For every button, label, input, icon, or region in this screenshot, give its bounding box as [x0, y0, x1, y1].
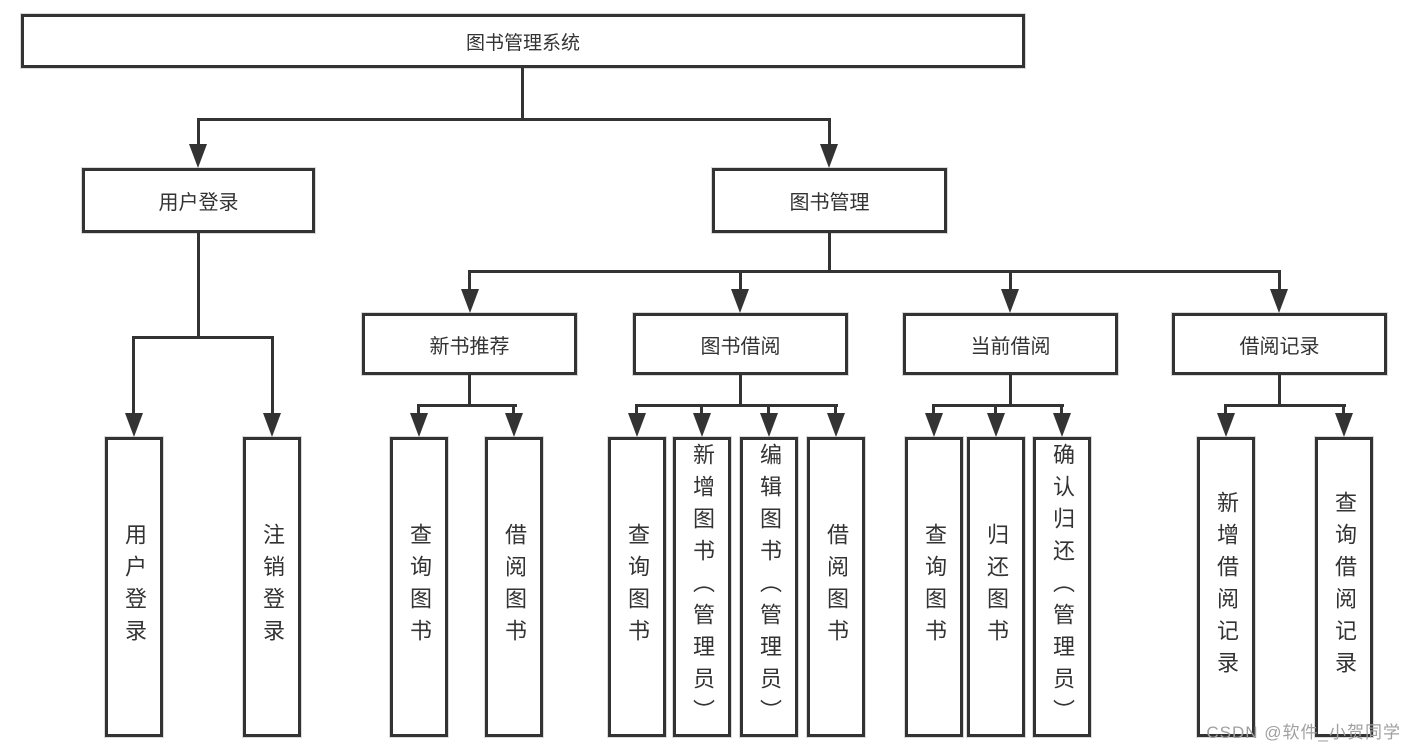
arrowhead-leaf-icon [1053, 413, 1071, 437]
arrowhead-leaf-icon [693, 413, 711, 437]
node-root: 图书管理系统 [21, 14, 1025, 68]
node-leaf-bb-borrow-book-label: 借阅图书 [824, 523, 849, 651]
node-leaf-user-login-label: 用户登录 [122, 523, 147, 651]
node-book-mgmt-branch-label: 图书管理 [789, 192, 870, 214]
arrowhead-level3-icon [461, 289, 479, 313]
node-current-borrow: 当前借阅 [903, 313, 1118, 375]
node-borrow-records-label: 借阅记录 [1239, 335, 1320, 358]
node-book-mgmt-branch: 图书管理 [712, 168, 947, 233]
connector-leaf-stub [417, 404, 420, 416]
arrowhead-leaf-icon [925, 413, 943, 437]
arrowhead-leaf-icon [1335, 413, 1353, 437]
connector-leaf-stub [767, 404, 770, 416]
arrowhead-leaf-icon [505, 413, 523, 437]
connector-book-borrow-bar [635, 404, 838, 407]
connector-user-login-stub [197, 118, 200, 148]
arrowhead-leaf-icon [987, 413, 1005, 437]
connector-current-borrow-bar [932, 404, 1064, 407]
node-leaf-rec-query-book-label: 查询图书 [407, 523, 432, 651]
node-leaf-logout: 注销登录 [243, 437, 301, 737]
connector-level3-bar [468, 270, 1281, 273]
connector-level3-stub [739, 273, 742, 293]
connector-leaf-stub [635, 404, 638, 416]
node-leaf-cb-query-book: 查询图书 [905, 437, 963, 737]
connector-leaf-stub [1060, 404, 1063, 416]
node-leaf-bb-edit-book: 编辑图书（管理员） [740, 437, 798, 737]
connector-leaf-stub [834, 404, 837, 416]
node-user-login-branch-label: 用户登录 [158, 192, 239, 214]
connector-leaf-stub [132, 336, 135, 417]
node-leaf-logout-label: 注销登录 [260, 523, 285, 651]
node-leaf-user-login: 用户登录 [105, 437, 163, 737]
node-leaf-bb-borrow-book: 借阅图书 [807, 437, 865, 737]
arrowhead-leaf-icon [410, 413, 428, 437]
connector-leaf-stub [994, 404, 997, 416]
node-book-borrow-label: 图书借阅 [700, 335, 781, 358]
arrowhead-level3-icon [731, 289, 749, 313]
connector-leaf-stub [271, 336, 274, 417]
csdn-watermark: CSDN @软件_小贺同学 [1206, 723, 1401, 742]
node-leaf-cb-query-book-label: 查询图书 [922, 523, 947, 651]
connector-leaf-stub [1342, 404, 1345, 416]
connector-level3-stub [468, 273, 471, 293]
node-leaf-bb-edit-book-label: 编辑图书（管理员） [757, 443, 782, 731]
arrowhead-leaf-icon [628, 413, 646, 437]
node-leaf-rec-borrow-book: 借阅图书 [485, 437, 543, 737]
connector-borrow-records-bar [1224, 404, 1346, 407]
node-user-login-branch: 用户登录 [82, 168, 315, 233]
node-leaf-br-add-record: 新增借阅记录 [1197, 437, 1255, 737]
arrowhead-leaf-icon [1217, 413, 1235, 437]
node-leaf-bb-query-book: 查询图书 [608, 437, 666, 737]
node-leaf-br-add-record-label: 新增借阅记录 [1214, 491, 1239, 683]
node-current-borrow-label: 当前借阅 [970, 335, 1051, 358]
connector-leaf-stub [932, 404, 935, 416]
connector-leaf-stub [512, 404, 515, 416]
connector-book-mgmt-stub [828, 118, 831, 148]
node-new-book-rec-label: 新书推荐 [429, 335, 510, 358]
node-leaf-rec-query-book: 查询图书 [390, 437, 448, 737]
node-leaf-bb-add-book-label: 新增图书（管理员） [690, 443, 715, 731]
arrowhead-leaf-icon [760, 413, 778, 437]
arrowhead-book-mgmt-icon [820, 144, 838, 168]
arrowhead-level3-icon [1270, 289, 1288, 313]
node-root-label: 图书管理系统 [465, 32, 580, 54]
connector-user-login-bar [132, 336, 274, 339]
arrowhead-leaf-icon [125, 413, 143, 437]
arrowhead-user-login-icon [189, 144, 207, 168]
node-leaf-bb-add-book: 新增图书（管理员） [673, 437, 731, 737]
connector-new-book-rec-stem [468, 375, 471, 407]
connector-root-stem [521, 68, 524, 120]
connector-borrow-records-stem [1278, 375, 1281, 407]
connector-current-borrow-stem [1009, 375, 1012, 407]
node-leaf-br-query-record: 查询借阅记录 [1315, 437, 1373, 737]
connector-new-book-rec-bar [417, 404, 517, 407]
node-leaf-bb-query-book-label: 查询图书 [625, 523, 650, 651]
arrowhead-leaf-icon [827, 413, 845, 437]
connector-level2-bar [197, 118, 831, 121]
connector-book-borrow-stem [739, 375, 742, 407]
connector-level3-stub [1009, 273, 1012, 293]
node-borrow-records: 借阅记录 [1172, 313, 1387, 375]
connector-user-login-stem [197, 233, 200, 339]
node-leaf-cb-confirm-return-label: 确认归还（管理员） [1050, 443, 1075, 731]
node-leaf-cb-return-book-label: 归还图书 [984, 523, 1009, 651]
arrowhead-level3-icon [1001, 289, 1019, 313]
connector-book-mgmt-stem [828, 233, 831, 273]
connector-leaf-stub [700, 404, 703, 416]
node-new-book-rec: 新书推荐 [362, 313, 577, 375]
connector-leaf-stub [1224, 404, 1227, 416]
node-book-borrow: 图书借阅 [633, 313, 848, 375]
node-leaf-rec-borrow-book-label: 借阅图书 [502, 523, 527, 651]
arrowhead-leaf-icon [263, 413, 281, 437]
node-leaf-cb-confirm-return: 确认归还（管理员） [1033, 437, 1091, 737]
connector-level3-stub [1278, 273, 1281, 293]
node-leaf-cb-return-book: 归还图书 [967, 437, 1025, 737]
node-leaf-br-query-record-label: 查询借阅记录 [1332, 491, 1357, 683]
